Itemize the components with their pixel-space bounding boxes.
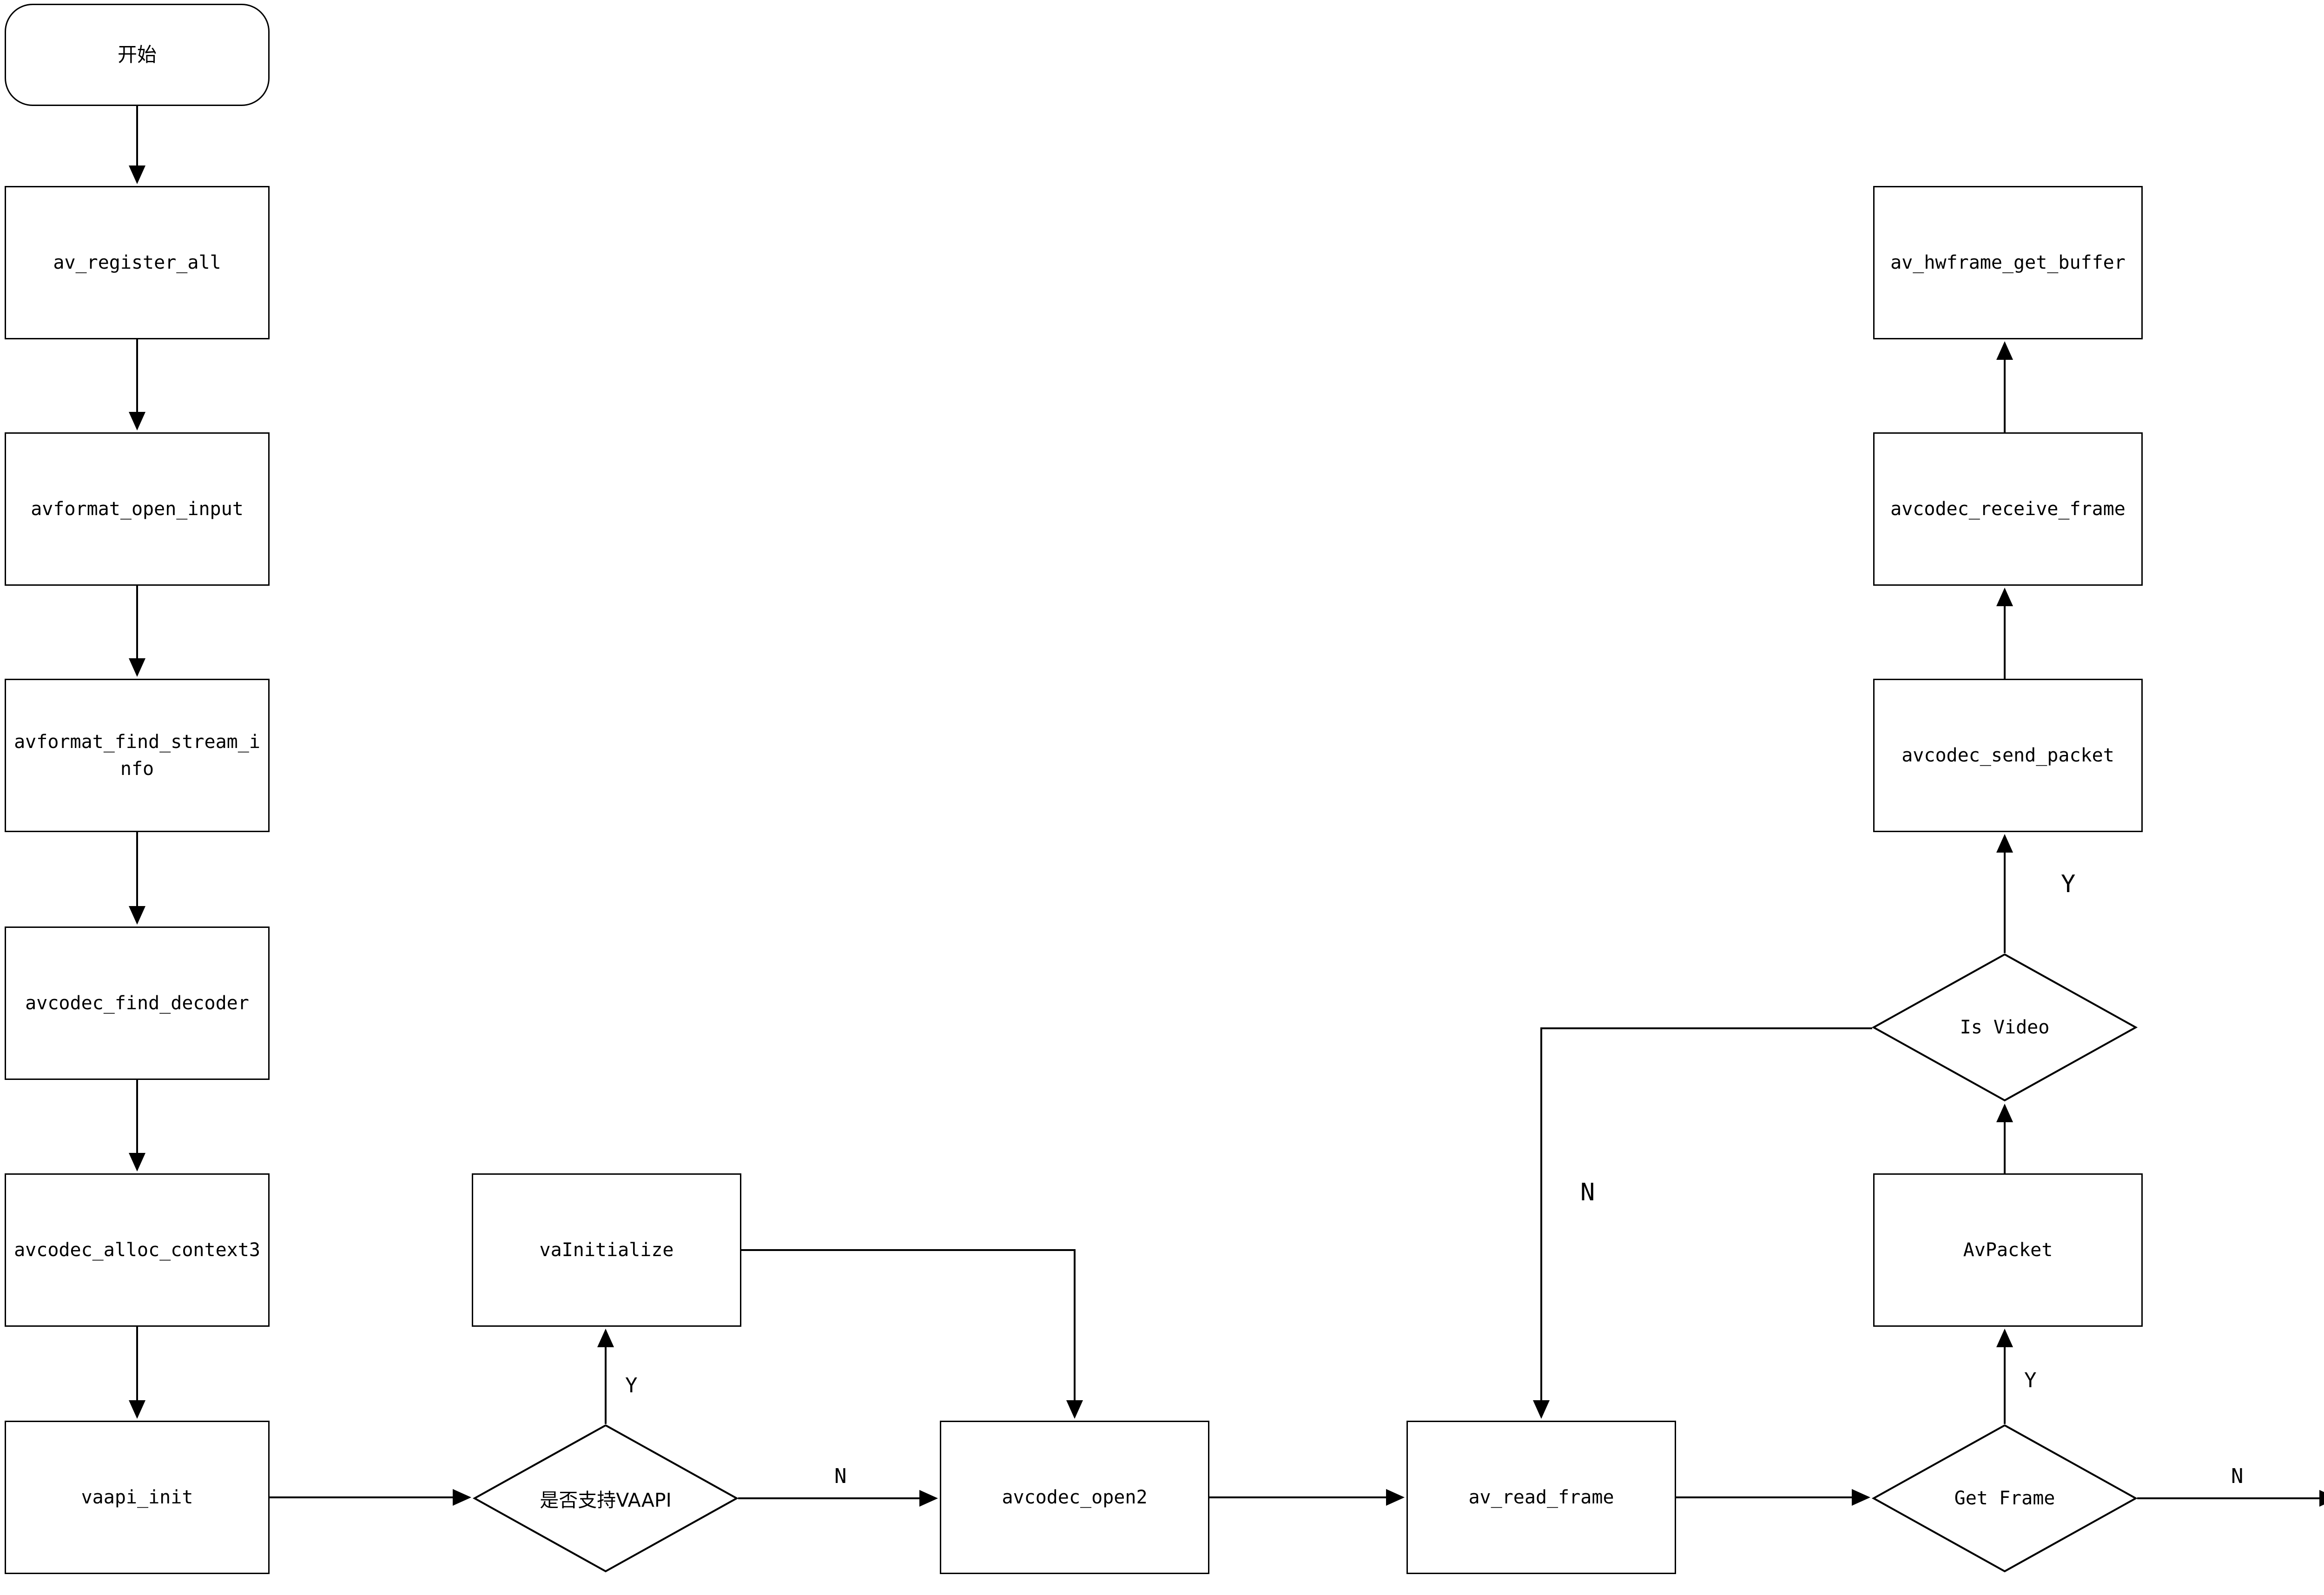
edge-vaInitialize-to-avcodec_open2 (741, 1249, 1083, 1419)
edge-label-isvideo-no: N (1580, 1178, 1595, 1206)
node-avformat-find-stream-info[interactable]: avformat_find_stream_info (5, 679, 270, 832)
edge-label-isvideo-yes: Y (2061, 870, 2076, 898)
node-avcodec-find-decoder[interactable]: avcodec_find_decoder (5, 927, 270, 1080)
node-vaapi-init[interactable]: vaapi_init (5, 1421, 270, 1574)
node-support-vaapi-decision[interactable]: 是否支持VAAPI (472, 1424, 739, 1573)
node-vainitialize[interactable]: vaInitialize (472, 1173, 741, 1327)
node-av-read-frame[interactable]: av_read_frame (1406, 1421, 1676, 1574)
edge-label-getframe-yes: Y (2024, 1369, 2037, 1392)
node-is-video-decision[interactable]: Is Video (1871, 953, 2138, 1102)
node-start[interactable]: 开始 (5, 4, 270, 106)
node-avcodec-open2[interactable]: avcodec_open2 (940, 1421, 1209, 1574)
node-get-frame-decision[interactable]: Get Frame (1871, 1424, 2138, 1573)
node-avcodec-alloc-context3[interactable]: avcodec_alloc_context3 (5, 1173, 270, 1327)
node-av-register-all[interactable]: av_register_all (5, 186, 270, 339)
node-avcodec-send-packet[interactable]: avcodec_send_packet (1873, 679, 2143, 832)
edge-label-getframe-no: N (2231, 1464, 2244, 1488)
edge-label-vaapi-yes: Y (625, 1374, 638, 1397)
edge-is_video-no-to-av_read_frame (1533, 1027, 1872, 1419)
node-avpacket[interactable]: AvPacket (1873, 1173, 2143, 1327)
node-av-hwframe-get-buffer[interactable]: av_hwframe_get_buffer (1873, 186, 2143, 339)
node-avformat-open-input[interactable]: avformat_open_input (5, 432, 270, 586)
edge-label-vaapi-no: N (834, 1464, 847, 1488)
node-avcodec-receive-frame[interactable]: avcodec_receive_frame (1873, 432, 2143, 586)
